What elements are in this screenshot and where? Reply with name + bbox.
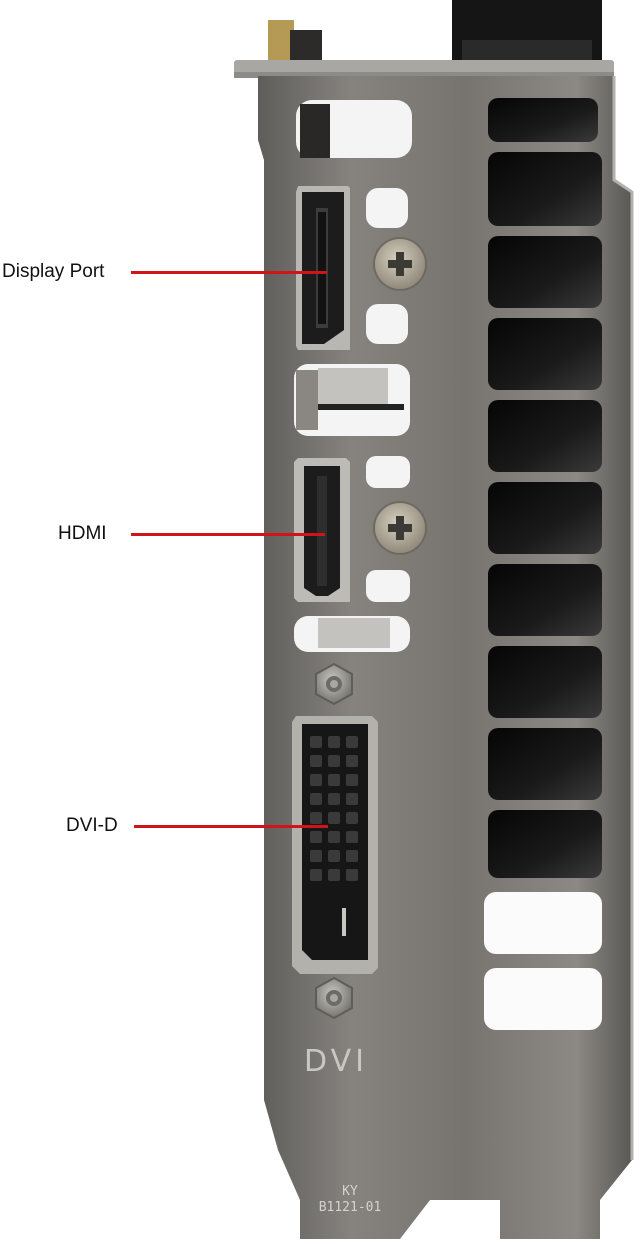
callout-label-dvi: DVI-D <box>66 815 118 836</box>
dvi-pin <box>310 869 322 881</box>
dvi-pin <box>310 812 322 824</box>
dvi-pin <box>310 755 322 767</box>
hex-standoff-icon <box>315 976 353 1020</box>
callout-label-hdmi: HDMI <box>58 523 107 544</box>
dvi-pin <box>346 755 358 767</box>
screw-icon <box>373 501 427 555</box>
dvi-pin-grid <box>310 736 358 881</box>
dvi-pin <box>346 850 358 862</box>
dvi-pin <box>328 736 340 748</box>
vent-slots <box>484 98 602 1030</box>
cutout-lower <box>294 616 410 652</box>
screw-icon <box>373 237 427 291</box>
dvi-pin <box>310 831 322 843</box>
dvi-pin <box>346 774 358 786</box>
dvi-pin <box>310 774 322 786</box>
part-code-line2: B1121-01 <box>318 1200 382 1215</box>
displayport-connector <box>296 186 350 350</box>
callout-line-displayport <box>131 271 327 274</box>
callout-line-hdmi <box>131 533 325 536</box>
dvi-pin <box>346 869 358 881</box>
dvi-pin <box>346 831 358 843</box>
hex-standoff-icon <box>315 662 353 706</box>
dvi-pin <box>328 812 340 824</box>
dvi-pin <box>328 793 340 805</box>
bracket-engraving-dvi: DVI <box>304 1044 368 1079</box>
dvi-pin <box>328 831 340 843</box>
cutout-dp-lower <box>366 304 408 344</box>
dvi-pin <box>310 736 322 748</box>
dvi-pin <box>328 755 340 767</box>
dvi-pin <box>346 812 358 824</box>
dvi-pin <box>346 736 358 748</box>
cutout-hdmi-lower <box>366 570 410 602</box>
dvi-pin <box>310 850 322 862</box>
dvi-pin <box>328 850 340 862</box>
dvi-pin <box>346 793 358 805</box>
part-code-line1: KY <box>342 1184 358 1199</box>
cutout-hdmi-upper <box>366 456 410 488</box>
dvi-connector <box>292 716 378 974</box>
dvi-pin <box>310 793 322 805</box>
cutout-middle <box>294 364 410 436</box>
bracket-part-code: KY B1121-01 <box>300 1184 400 1216</box>
callout-line-dvi <box>134 825 328 828</box>
dvi-pin <box>328 869 340 881</box>
callout-label-displayport: Display Port <box>2 261 105 282</box>
hdmi-connector <box>294 458 350 602</box>
cutout-dp-upper <box>366 188 408 228</box>
dvi-pin <box>328 774 340 786</box>
